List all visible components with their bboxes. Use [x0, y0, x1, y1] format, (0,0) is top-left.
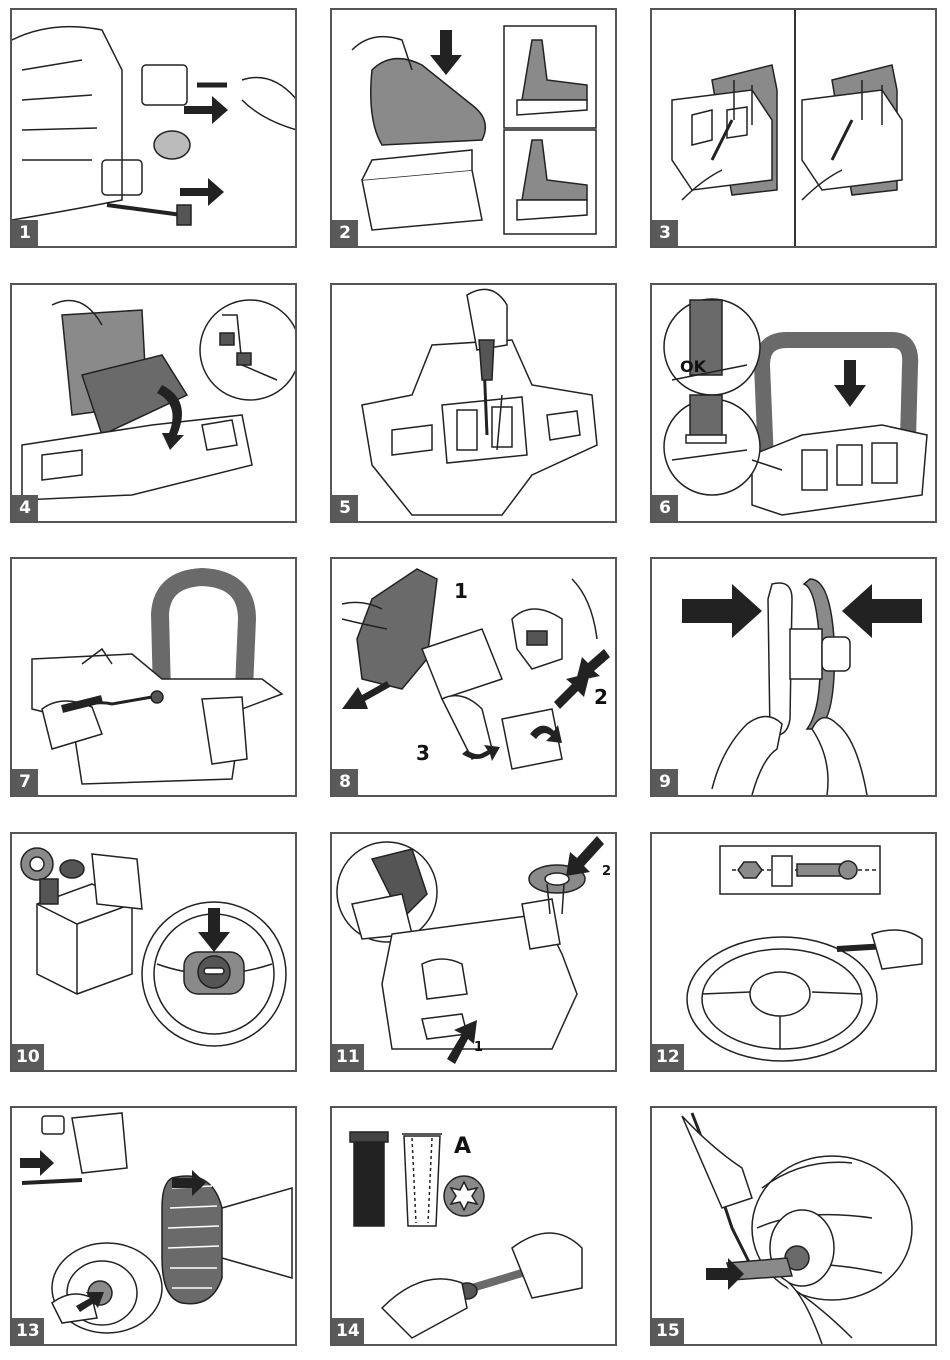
- step-number-badge: 8: [332, 769, 358, 795]
- step-panel-5: 5: [330, 283, 617, 523]
- arrow-right-icon: [184, 96, 228, 124]
- step-panel-4: 4: [10, 283, 297, 523]
- arrow-right-icon: [20, 1150, 54, 1176]
- step-13-illustration: [12, 1108, 295, 1344]
- step-7-illustration: [12, 559, 295, 795]
- callout-1: 1: [474, 1040, 483, 1055]
- step-number-badge: 5: [332, 495, 358, 521]
- part-label-a: A: [454, 1134, 471, 1159]
- step-number-badge: 1: [12, 220, 38, 246]
- step-2-illustration: [332, 10, 615, 246]
- callout-2: 2: [602, 864, 611, 879]
- step-panel-10: 10: [10, 832, 297, 1072]
- step-number-badge: 12: [652, 1044, 684, 1070]
- callout-2: 2: [594, 685, 608, 709]
- step-number-badge: 6: [652, 495, 678, 521]
- arrow-right-icon: [682, 584, 762, 638]
- step-panel-9: 9: [650, 557, 937, 797]
- step-panel-8: 1 2 3 8: [330, 557, 617, 797]
- arrow-left-icon: [842, 584, 922, 638]
- arrow-right-icon: [180, 178, 224, 206]
- step-9-illustration: [652, 559, 935, 795]
- step-number-badge: 3: [652, 220, 678, 246]
- step-number-badge: 9: [652, 769, 678, 795]
- callout-3: 3: [416, 741, 430, 765]
- panel-divider: [794, 10, 796, 246]
- step-panel-3: 3: [650, 8, 937, 248]
- step-11-illustration: [332, 834, 615, 1070]
- step-5-illustration: [332, 285, 615, 521]
- callout-1: 1: [454, 579, 468, 603]
- step-number-badge: 15: [652, 1318, 684, 1344]
- step-panel-11: 1 2 11: [330, 832, 617, 1072]
- step-4-illustration: [12, 285, 295, 521]
- step-8-illustration: [332, 559, 615, 795]
- step-14-illustration: [332, 1108, 615, 1344]
- arrow-down-icon: [834, 360, 866, 407]
- step-number-badge: 14: [332, 1318, 364, 1344]
- arrow-down-icon: [430, 30, 462, 75]
- step-panel-15: 15: [650, 1106, 937, 1346]
- arrow-down-left-icon: [342, 681, 390, 709]
- step-panel-7: 7: [10, 557, 297, 797]
- arrow-down-left-icon: [566, 836, 604, 876]
- step-15-illustration: [652, 1108, 935, 1344]
- step-panel-12: 12: [650, 832, 937, 1072]
- step-number-badge: 11: [332, 1044, 364, 1070]
- step-number-badge: 13: [12, 1318, 44, 1344]
- step-12-illustration: [652, 834, 935, 1070]
- step-number-badge: 10: [12, 1044, 44, 1070]
- step-panel-13: 13: [10, 1106, 297, 1346]
- step-10-illustration: [12, 834, 295, 1070]
- step-1-illustration: [12, 10, 295, 246]
- step-number-badge: 4: [12, 495, 38, 521]
- step-panel-2: 2: [330, 8, 617, 248]
- ok-label: OK: [680, 357, 706, 376]
- step-number-badge: 7: [12, 769, 38, 795]
- arrow-down-left-icon: [576, 649, 610, 681]
- step-panel-6: OK 6: [650, 283, 937, 523]
- step-number-badge: 2: [332, 220, 358, 246]
- step-panel-1: 1: [10, 8, 297, 248]
- step-panel-14: A 14: [330, 1106, 617, 1346]
- step-6-illustration: [652, 285, 935, 521]
